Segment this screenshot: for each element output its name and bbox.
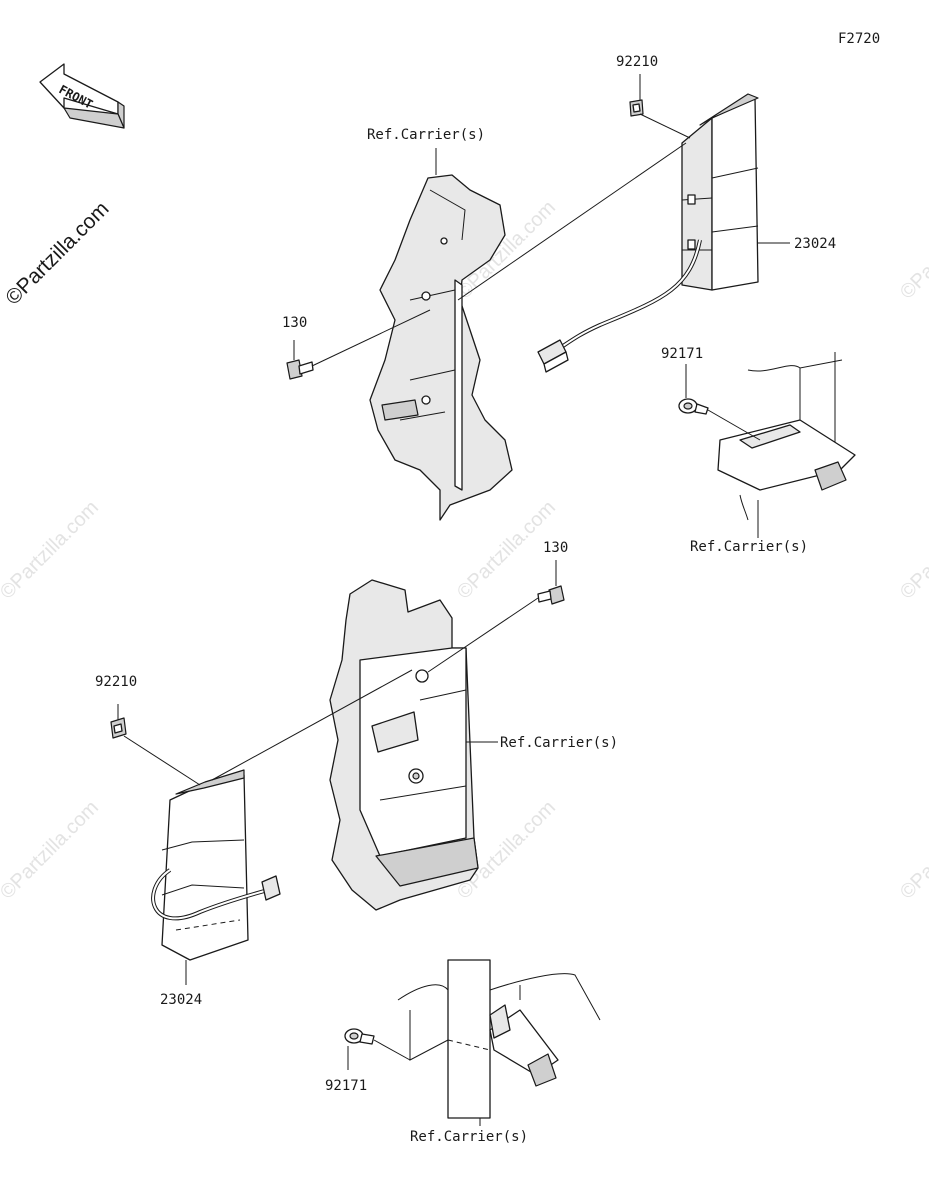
callout-top-bolt: 130 — [282, 315, 307, 331]
bottom-nut-92210 — [110, 717, 127, 739]
callout-top-nut: 92210 — [616, 54, 658, 70]
diagram-code: F2720 — [838, 31, 880, 47]
top-reflector-23024 — [681, 93, 759, 291]
watermark-text: ©Partzilla.com — [896, 497, 929, 604]
callout-mid-carrier: Ref.Carrier(s) — [500, 735, 618, 751]
bottom-wire-harness — [151, 868, 281, 921]
mid-carrier-bracket — [329, 579, 479, 911]
top-right-carrier — [717, 352, 856, 521]
top-nut-92210 — [629, 99, 644, 117]
top-carrier-bracket — [369, 174, 513, 521]
watermark-text: ©Partzilla.com — [896, 197, 929, 304]
top-bolt-130 — [286, 359, 314, 380]
partzilla-logo-text: ©Partzilla.com — [1, 197, 113, 309]
bottom-reflector-23024 — [161, 769, 249, 961]
watermark-text: ©Partzilla.com — [0, 797, 103, 904]
watermark-text: ©Partzilla.com — [896, 797, 929, 904]
callout-bottom-nut: 92210 — [95, 674, 137, 690]
callout-bottom-carrier: Ref.Carrier(s) — [410, 1129, 528, 1145]
bottom-carrier — [397, 959, 601, 1119]
top-wire-harness — [537, 239, 702, 373]
mid-bolt-130 — [537, 585, 565, 605]
callout-top-clip: 92171 — [661, 346, 703, 362]
callout-bottom-reflector: 23024 — [160, 992, 202, 1008]
front-arrow-icon: FRONT — [39, 63, 125, 129]
callout-mid-bolt: 130 — [543, 540, 568, 556]
watermark-text: ©Partzilla.com — [0, 497, 103, 604]
top-clip-92171 — [678, 398, 709, 415]
callout-bottom-clip: 92171 — [325, 1078, 367, 1094]
callout-top-carrier-right: Ref.Carrier(s) — [690, 539, 808, 555]
bottom-clip-92171 — [344, 1028, 375, 1045]
callout-top-carrier: Ref.Carrier(s) — [367, 127, 485, 143]
callout-top-reflector: 23024 — [794, 236, 836, 252]
